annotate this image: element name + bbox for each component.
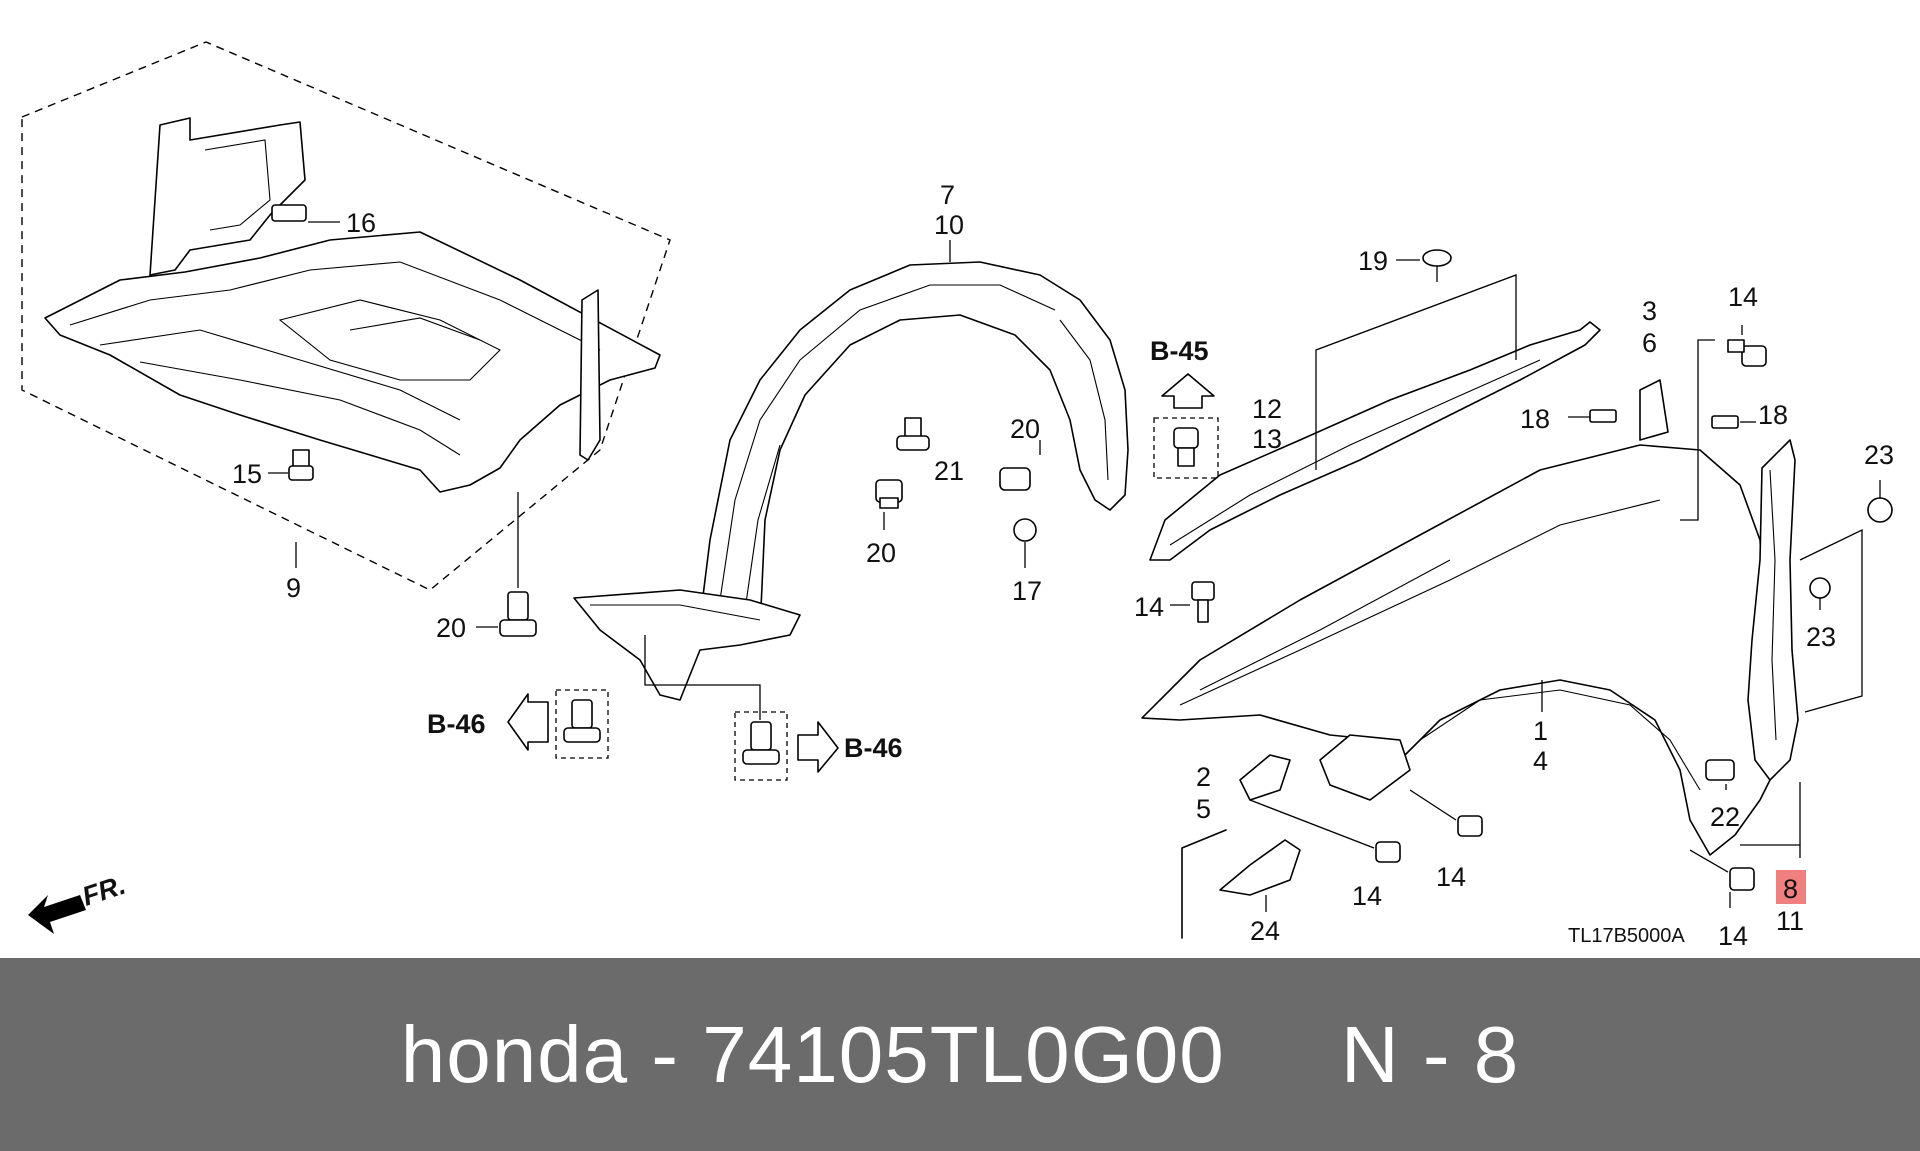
callout-23-bottom: 23 [1806, 622, 1836, 652]
front-arrow-icon [28, 895, 86, 934]
footer-bar: honda - 74105TL0G00 N - 8 [0, 958, 1920, 1151]
callout-9: 9 [286, 573, 301, 603]
callout-14-mid-left: 14 [1352, 881, 1382, 911]
callout-16: 16 [346, 208, 376, 238]
callout-6: 6 [1642, 328, 1657, 358]
fender-seal: 8 11 23 23 [1740, 439, 1894, 936]
footer-text: honda - 74105TL0G00 N - 8 [400, 1009, 1520, 1099]
front-indicator: FR. [28, 870, 129, 934]
ref-b46-right: B-46 [844, 733, 903, 763]
undercover-assembly: 16 15 9 20 [21, 41, 671, 643]
callout-4: 4 [1533, 746, 1548, 776]
b45-reference: B-45 [1150, 336, 1219, 479]
callout-18-right: 18 [1758, 400, 1788, 430]
callout-15: 15 [232, 459, 262, 489]
callout-19: 19 [1358, 246, 1388, 276]
front-label: FR. [79, 870, 130, 912]
callout-2: 2 [1196, 762, 1211, 792]
fender-stay: 12 13 19 [1149, 246, 1601, 561]
callout-20-upper: 20 [1010, 414, 1040, 444]
callout-14-top: 14 [1728, 282, 1758, 312]
callout-23-top: 23 [1864, 440, 1894, 470]
callout-20-lower: 20 [436, 613, 466, 643]
callout-20-center: 20 [866, 538, 896, 568]
callout-14-mid-right: 14 [1436, 862, 1466, 892]
callout-14-left: 14 [1134, 592, 1164, 622]
ref-b46-left: B-46 [427, 709, 486, 739]
inner-fender: 7 10 21 20 20 17 B-46 B-46 [427, 180, 1129, 781]
callout-5: 5 [1196, 794, 1211, 824]
callout-10: 10 [934, 210, 964, 240]
callout-24: 24 [1250, 916, 1280, 946]
callout-3: 3 [1642, 296, 1657, 326]
callout-18-left: 18 [1520, 404, 1550, 434]
callout-22: 22 [1710, 802, 1740, 832]
callout-14-bottom: 14 [1718, 921, 1748, 951]
highlight-box-8 [1776, 870, 1806, 904]
callout-21: 21 [934, 456, 964, 486]
callout-8: 8 [1783, 874, 1798, 904]
ref-b45: B-45 [1150, 336, 1209, 366]
callout-11: 11 [1776, 906, 1804, 936]
parts-diagram: 16 15 9 20 7 10 21 20 [21, 41, 1895, 951]
front-fender: 1 4 3 6 18 18 14 2 5 14 14 14 [1134, 282, 1788, 951]
callout-1: 1 [1533, 716, 1548, 746]
callout-7: 7 [940, 180, 955, 210]
callout-12: 12 [1252, 394, 1282, 424]
callout-17: 17 [1012, 576, 1042, 606]
callout-13: 13 [1252, 424, 1282, 454]
diagram-code: TL17B5000A [1568, 925, 1685, 947]
